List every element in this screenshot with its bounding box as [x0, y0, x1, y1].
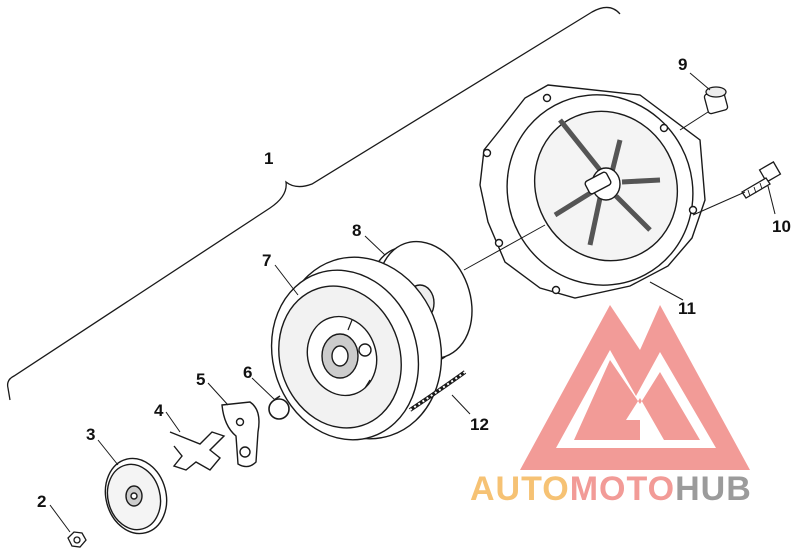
callout-6: 6 [243, 363, 252, 382]
callout-8: 8 [352, 221, 361, 240]
callout-4: 4 [154, 401, 164, 420]
watermark-word-auto: AUTO [470, 470, 570, 508]
axis-lines [463, 111, 746, 271]
svg-text:AUTOMOTOHUB: AUTOMOTOHUB [470, 470, 752, 508]
callout-labels: 1 2 3 4 5 6 7 8 9 10 11 12 [37, 55, 791, 511]
callout-9: 9 [678, 55, 687, 74]
rope-pulley-part [270, 256, 443, 441]
assembly-bracket [6, 6, 621, 401]
bushing-part [703, 86, 729, 115]
spring-clip-part [169, 431, 226, 471]
callout-3: 3 [86, 425, 95, 444]
pawl-part [221, 401, 260, 468]
callout-10: 10 [772, 217, 791, 236]
callout-12: 12 [470, 415, 489, 434]
friction-plate-part [104, 457, 168, 535]
nut-part [67, 531, 87, 548]
callout-2: 2 [37, 492, 46, 511]
callout-7: 7 [262, 251, 271, 270]
bolt-part [741, 161, 782, 199]
callout-5: 5 [196, 370, 205, 389]
watermark-word-hub: HUB [675, 470, 752, 508]
housing-part [479, 84, 706, 299]
watermark-logo: AUTOMOTOHUB [470, 305, 752, 508]
watermark-word-moto: MOTO [570, 470, 675, 508]
callout-1: 1 [264, 149, 273, 168]
watermark-triangle-mark [520, 305, 750, 470]
rope-part [408, 370, 467, 412]
leader-lines [49, 72, 776, 533]
callout-11: 11 [678, 299, 696, 318]
